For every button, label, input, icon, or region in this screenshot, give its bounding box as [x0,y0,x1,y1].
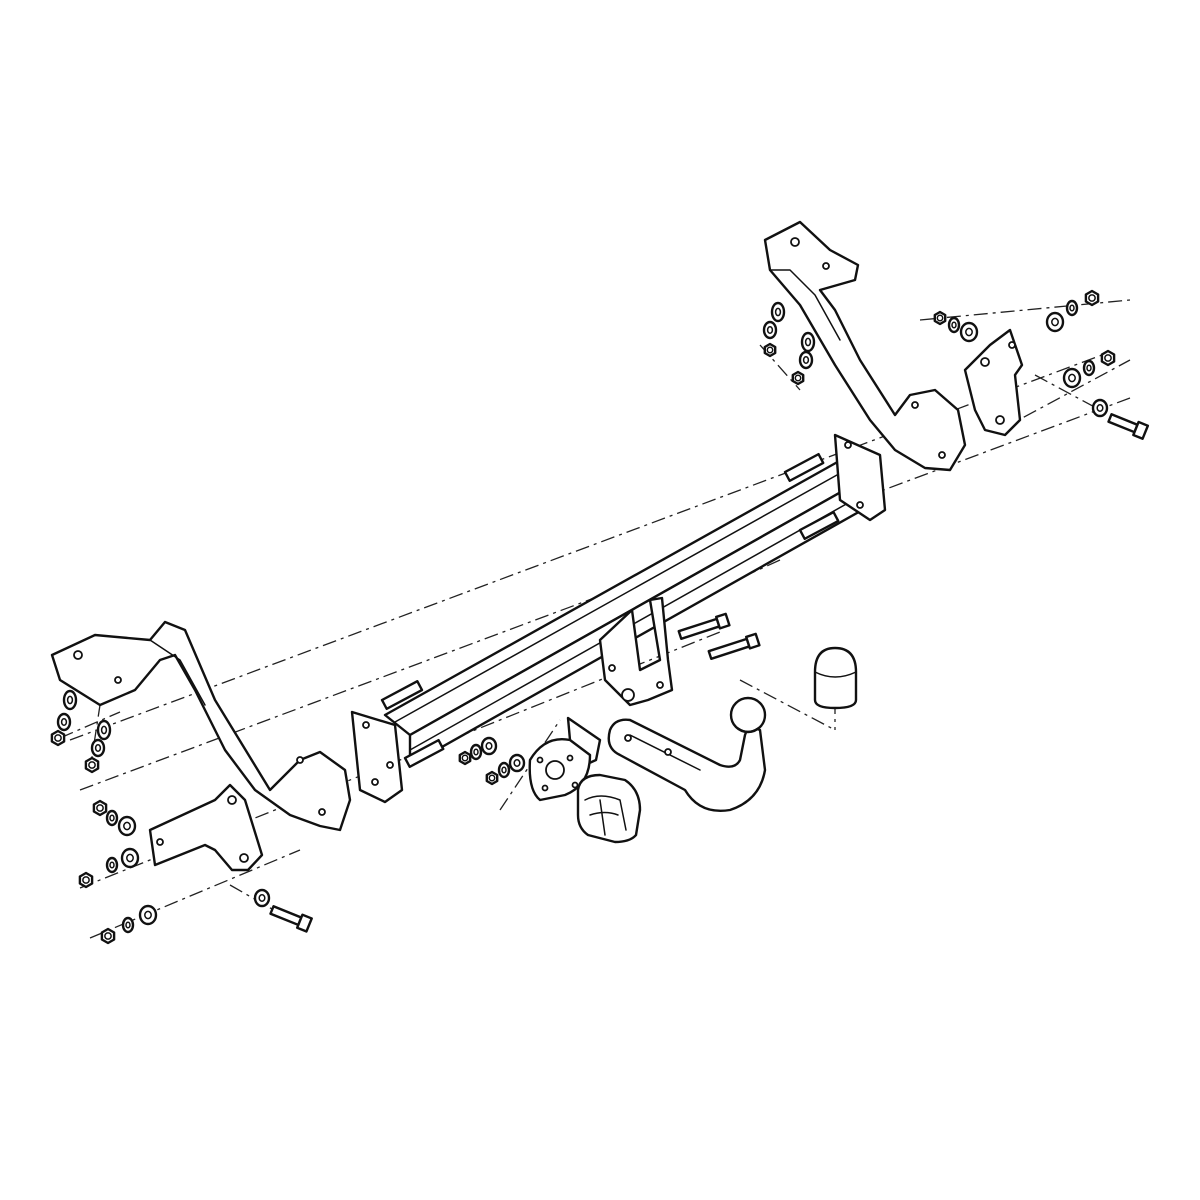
washer-icon [508,753,526,773]
center-line-right-bolt [1034,374,1101,411]
washer-icon [96,719,112,741]
socket-mounting-plate [528,716,602,802]
bolt-center-lower [707,632,761,661]
nut-icon [933,310,947,326]
washer-icon [770,301,786,323]
washer-icon [947,316,961,334]
nut-icon [92,799,108,817]
nut-icon [100,927,116,945]
right-end-plate [833,433,887,522]
nut-icon [50,729,66,747]
stud-right-lower [798,510,840,541]
washer-icon [1045,311,1065,333]
washer-icon [1065,299,1079,317]
left-lower-mount-plate [148,783,264,872]
washer-icon [800,331,816,353]
nut-icon [78,871,94,889]
ball-cover-cap [813,646,858,710]
right-side-bracket [763,220,967,472]
nut-icon [485,770,499,786]
right-lower-mount-plate [963,328,1024,437]
center-line-cap [739,679,836,731]
tow-ball [729,696,767,734]
washer-icon [1082,359,1096,377]
washer-icon [480,736,498,756]
bolt-center-upper [677,612,731,641]
washer-icon [253,888,271,908]
center-line-left-top [59,711,121,739]
washer-icon [90,738,106,758]
tow-ball-neck [607,696,767,812]
nut-icon [458,750,472,766]
washer-icon [117,815,137,837]
nut-icon [763,342,777,358]
stud-right-upper [783,452,825,483]
beam-studs [380,452,840,769]
washer-icon [138,904,158,926]
stud-left-lower [403,738,445,769]
washer-icon [469,743,483,761]
washer-icon [105,809,119,827]
bolts [269,413,1150,933]
bolt-lower-left [269,905,313,933]
washer-icon [798,350,814,370]
washer-icon [1091,398,1109,418]
washer-icon [1062,367,1082,389]
washer-icon [497,761,511,779]
center-line-right-nuts-b [999,359,1131,431]
nut-icon [84,756,100,774]
center-line-right-nuts [919,299,1131,321]
nut-icon [1100,349,1116,367]
nut-icon [1084,289,1100,307]
left-side-bracket [50,620,352,832]
washer-icon [105,856,119,874]
nuts-and-washers [50,289,1116,945]
electrical-socket [576,773,642,844]
washer-icon [959,321,979,343]
stud-left-upper [380,680,424,711]
washer-icon [120,847,140,869]
washer-icon [62,689,78,711]
washer-icon [762,320,778,340]
bolt-right-side [1107,413,1150,440]
nut-icon [791,370,805,386]
center-mount-lug [598,596,674,707]
washer-icon [121,916,135,934]
washer-icon [56,712,72,732]
left-end-plate [350,710,404,804]
